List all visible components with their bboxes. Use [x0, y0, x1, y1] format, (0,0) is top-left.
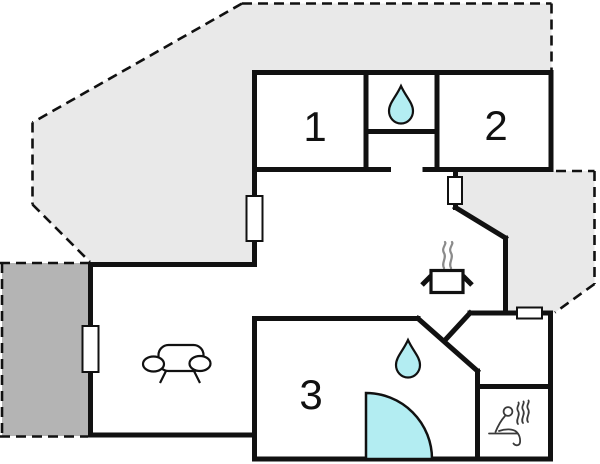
water-drop-icon-top [387, 83, 415, 125]
window-south [516, 306, 543, 320]
room-3-label: 3 [299, 371, 322, 418]
room-2-label: 2 [484, 102, 507, 149]
window-room1-west [245, 195, 264, 242]
sofa-armrest-right [188, 354, 212, 373]
sauna-person-body [494, 415, 506, 433]
sauna-person-head [502, 406, 514, 417]
water-drop-icon-main [394, 337, 422, 379]
window-kitchen-east [447, 176, 463, 205]
sauna-person-icon [488, 399, 530, 447]
sofa-armrest-left [141, 355, 166, 373]
pot-steam [442, 240, 454, 270]
sauna-steam [516, 399, 530, 425]
terrace-top-left [32, 3, 552, 262]
sauna-person-leg [498, 428, 522, 447]
steaming-pot-icon [420, 240, 474, 295]
terrace-right [455, 171, 595, 313]
terrace-dark-left [2, 263, 88, 436]
sofa-icon [141, 343, 212, 384]
windows [81, 176, 543, 373]
shower-quarter-circle [364, 391, 434, 461]
room-1-label: 1 [303, 103, 326, 150]
pot-body [429, 268, 465, 295]
walls [88, 70, 554, 462]
sofa-leg [159, 370, 201, 384]
terrace-dashed-border [0, 2, 596, 438]
window-living-west [81, 325, 100, 373]
